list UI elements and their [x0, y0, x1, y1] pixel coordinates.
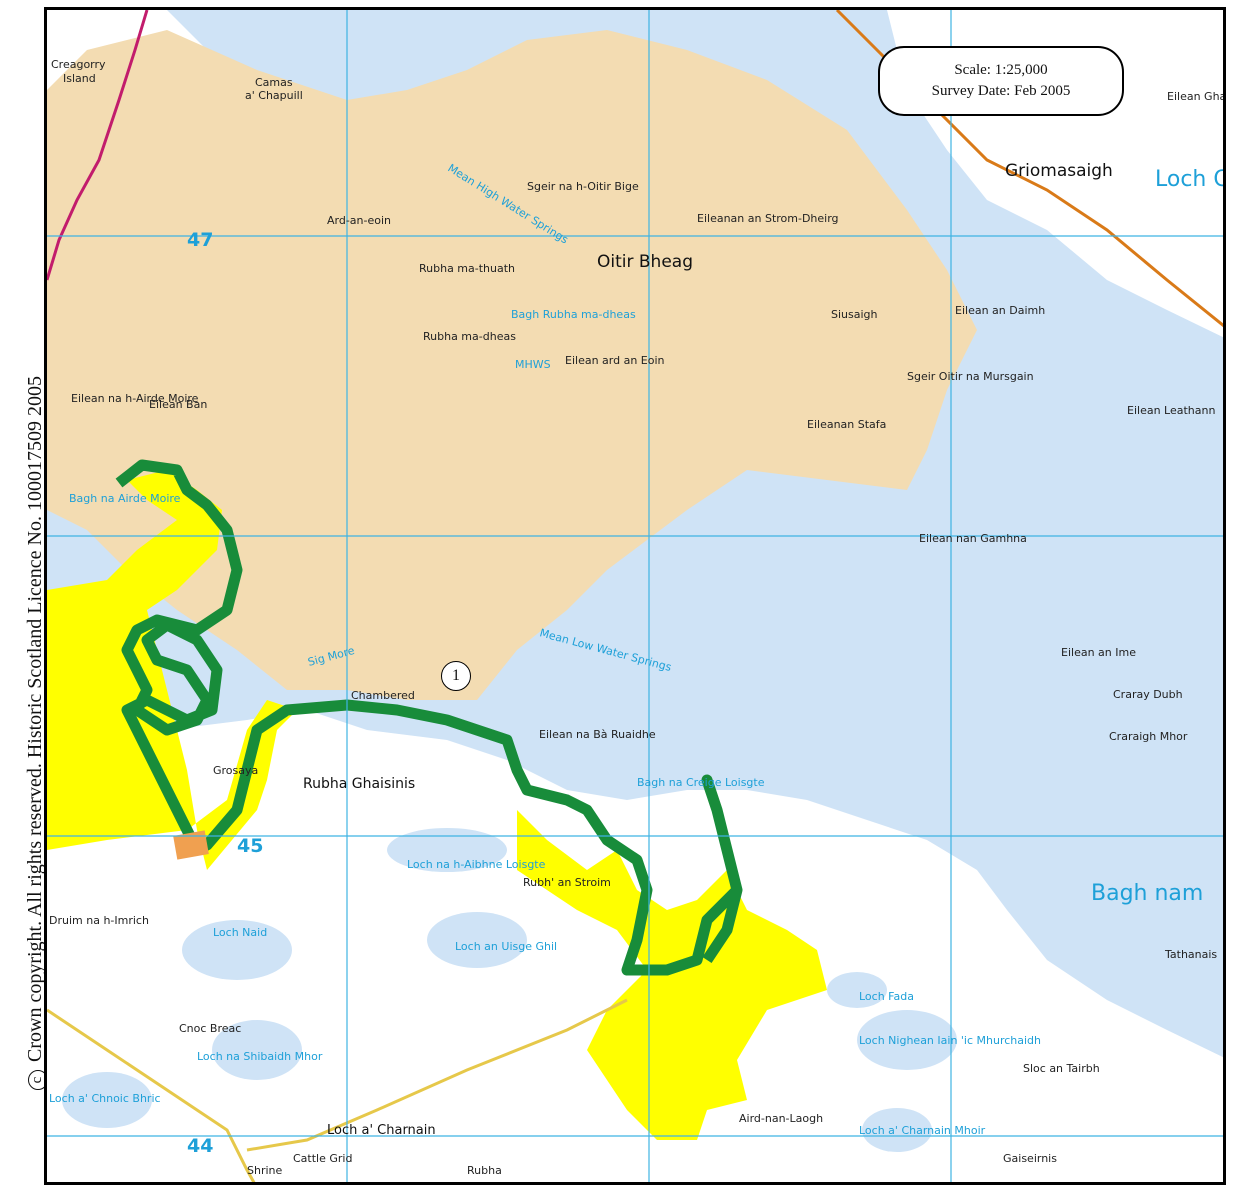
loch-fada: [827, 972, 887, 1008]
label-bagh-na-creige: Bagh na Creige Loisgte: [637, 776, 765, 789]
label-eilean-ard: Eilean ard an Eoin: [565, 354, 665, 367]
highlight-area-east: [517, 810, 827, 1140]
label-loch-fada: Loch Fada: [859, 990, 914, 1003]
label-island: Island: [63, 72, 96, 85]
label-rubha-ghaisinis: Rubha Ghaisinis: [303, 776, 415, 792]
label-loch-a-chnoic: Loch a' Chnoic Bhric: [49, 1092, 161, 1105]
loch-nighean: [857, 1010, 957, 1070]
label-sgeir-oitir: Sgeir na h-Oitir Bige: [527, 180, 639, 193]
label-eilean-an-daimh: Eilean an Daimh: [955, 304, 1045, 317]
copyright-notice: cCrown copyright. All rights reserved. H…: [0, 0, 48, 1191]
label-cattle-grid: Cattle Grid: [293, 1152, 352, 1165]
label-eilean-nan-gamhna: Eilean nan Gamhna: [919, 532, 1027, 545]
label-grosaya: Grosaya: [213, 764, 258, 777]
label-rubha: Rubha: [467, 1164, 502, 1177]
label-eilean-gharb: Eilean Gharb: [1167, 90, 1226, 103]
label-eilean-na-ba: Eilean na Bà Ruaidhe: [539, 728, 656, 741]
label-shrine: Shrine: [247, 1164, 283, 1177]
label-loch-na-aibhne: Loch na h-Aibhne Loisgte: [407, 858, 546, 871]
label-camas: Camas: [255, 76, 293, 89]
grid-number-44: 44: [187, 1135, 213, 1157]
scale-info-box: Scale: 1:25,000 Survey Date: Feb 2005: [878, 46, 1124, 116]
map-frame[interactable]: 47 45 44 Creagorry Island Camas a' Chapu…: [44, 7, 1226, 1185]
label-loch-na-shibaidh: Loch na Shibaidh Mhor: [197, 1050, 323, 1063]
label-eileanan-stafa: Eileanan Stafa: [807, 418, 886, 431]
label-rubha-ma-dheas: Rubha ma-dheas: [423, 330, 516, 343]
label-rubha-ma-thuath: Rubha ma-thuath: [419, 262, 515, 275]
scale-text: Scale: 1:25,000: [954, 62, 1048, 78]
loch-na-shibaidh: [212, 1020, 302, 1080]
label-druim-na-imrich: Druim na h-Imrich: [49, 914, 149, 927]
label-griomasaigh: Griomasaigh: [1005, 161, 1113, 181]
label-eileanan-strom: Eileanan an Strom-Dheirg: [697, 212, 839, 225]
label-rubh-an-stroim: Rubh' an Stroim: [523, 876, 611, 889]
label-sloc-an-tairbh: Sloc an Tairbh: [1023, 1062, 1100, 1075]
orange-site-marker: [173, 830, 209, 860]
label-siusaigh: Siusaigh: [831, 308, 878, 321]
road-magenta: [47, 10, 149, 281]
label-tathanais: Tathanais: [1164, 948, 1217, 961]
label-loch-naid: Loch Naid: [213, 926, 267, 939]
label-cnoc-breac: Cnoc Breac: [179, 1022, 241, 1035]
loch-a-chnoic: [62, 1072, 152, 1128]
sand-flats: [47, 30, 977, 700]
label-chambered: Chambered: [351, 689, 415, 702]
label-bagh-na-airde: Bagh na Airde Moire: [69, 492, 181, 505]
loch-a-charnain-mhoir: [862, 1108, 932, 1152]
highlight-area-west: [47, 470, 297, 870]
label-bagh-rubha: Bagh Rubha ma-dheas: [511, 308, 636, 321]
label-loch-c: Loch C: [1155, 167, 1226, 192]
label-creagorry: Creagorry: [51, 58, 106, 71]
loch-an-uisge-ghil: [427, 912, 527, 968]
label-mhws: MHWS: [515, 358, 551, 371]
label-ard-an-eoin: Ard-an-eoin: [327, 214, 391, 227]
label-aird-nan-laogh: Aird-nan-Laogh: [739, 1112, 823, 1125]
label-loch-a-charnain-mhoir: Loch a' Charnain Mhoir: [859, 1124, 986, 1137]
grid-lines: [47, 10, 1223, 1182]
label-eilean-ban: Eilean Ban: [149, 398, 207, 411]
label-sgeir-oitir-mursgain: Sgeir Oitir na Mursgain: [907, 370, 1034, 383]
road-yellow: [47, 998, 628, 1182]
loch-na-h-aibhne: [387, 828, 507, 872]
label-a-chapuill: a' Chapuill: [245, 89, 303, 102]
label-oitir-bheag: Oitir Bheag: [597, 252, 693, 272]
label-bagh-nam: Bagh nam: [1091, 881, 1203, 906]
label-craraigh-mhor: Craraigh Mhor: [1109, 730, 1188, 743]
site-marker-1[interactable]: 1: [441, 661, 471, 691]
label-eilean-na-airde: Eilean na h-Airde Moire: [71, 392, 199, 405]
label-loch-a-charnain: Loch a' Charnain: [327, 1123, 436, 1138]
grid-number-47: 47: [187, 229, 213, 251]
label-gaiseirnis: Gaiseirnis: [1003, 1152, 1057, 1165]
label-loch-nighean: Loch Nighean Iain 'ic Mhurchaidh: [859, 1034, 1041, 1047]
label-eilean-an-ime: Eilean an Ime: [1061, 646, 1136, 659]
label-craray-dubh: Craray Dubh: [1113, 688, 1183, 701]
label-eilean-leathann: Eilean Leathann: [1127, 404, 1215, 417]
map-canvas[interactable]: 47 45 44 Creagorry Island Camas a' Chapu…: [47, 10, 1226, 1185]
survey-date-text: Survey Date: Feb 2005: [931, 83, 1071, 99]
copyright-text: Crown copyright. All rights reserved. Hi…: [24, 376, 46, 1062]
loch-naid: [182, 920, 292, 980]
grid-number-45: 45: [237, 835, 263, 857]
label-loch-an-uisge: Loch an Uisge Ghil: [455, 940, 557, 953]
